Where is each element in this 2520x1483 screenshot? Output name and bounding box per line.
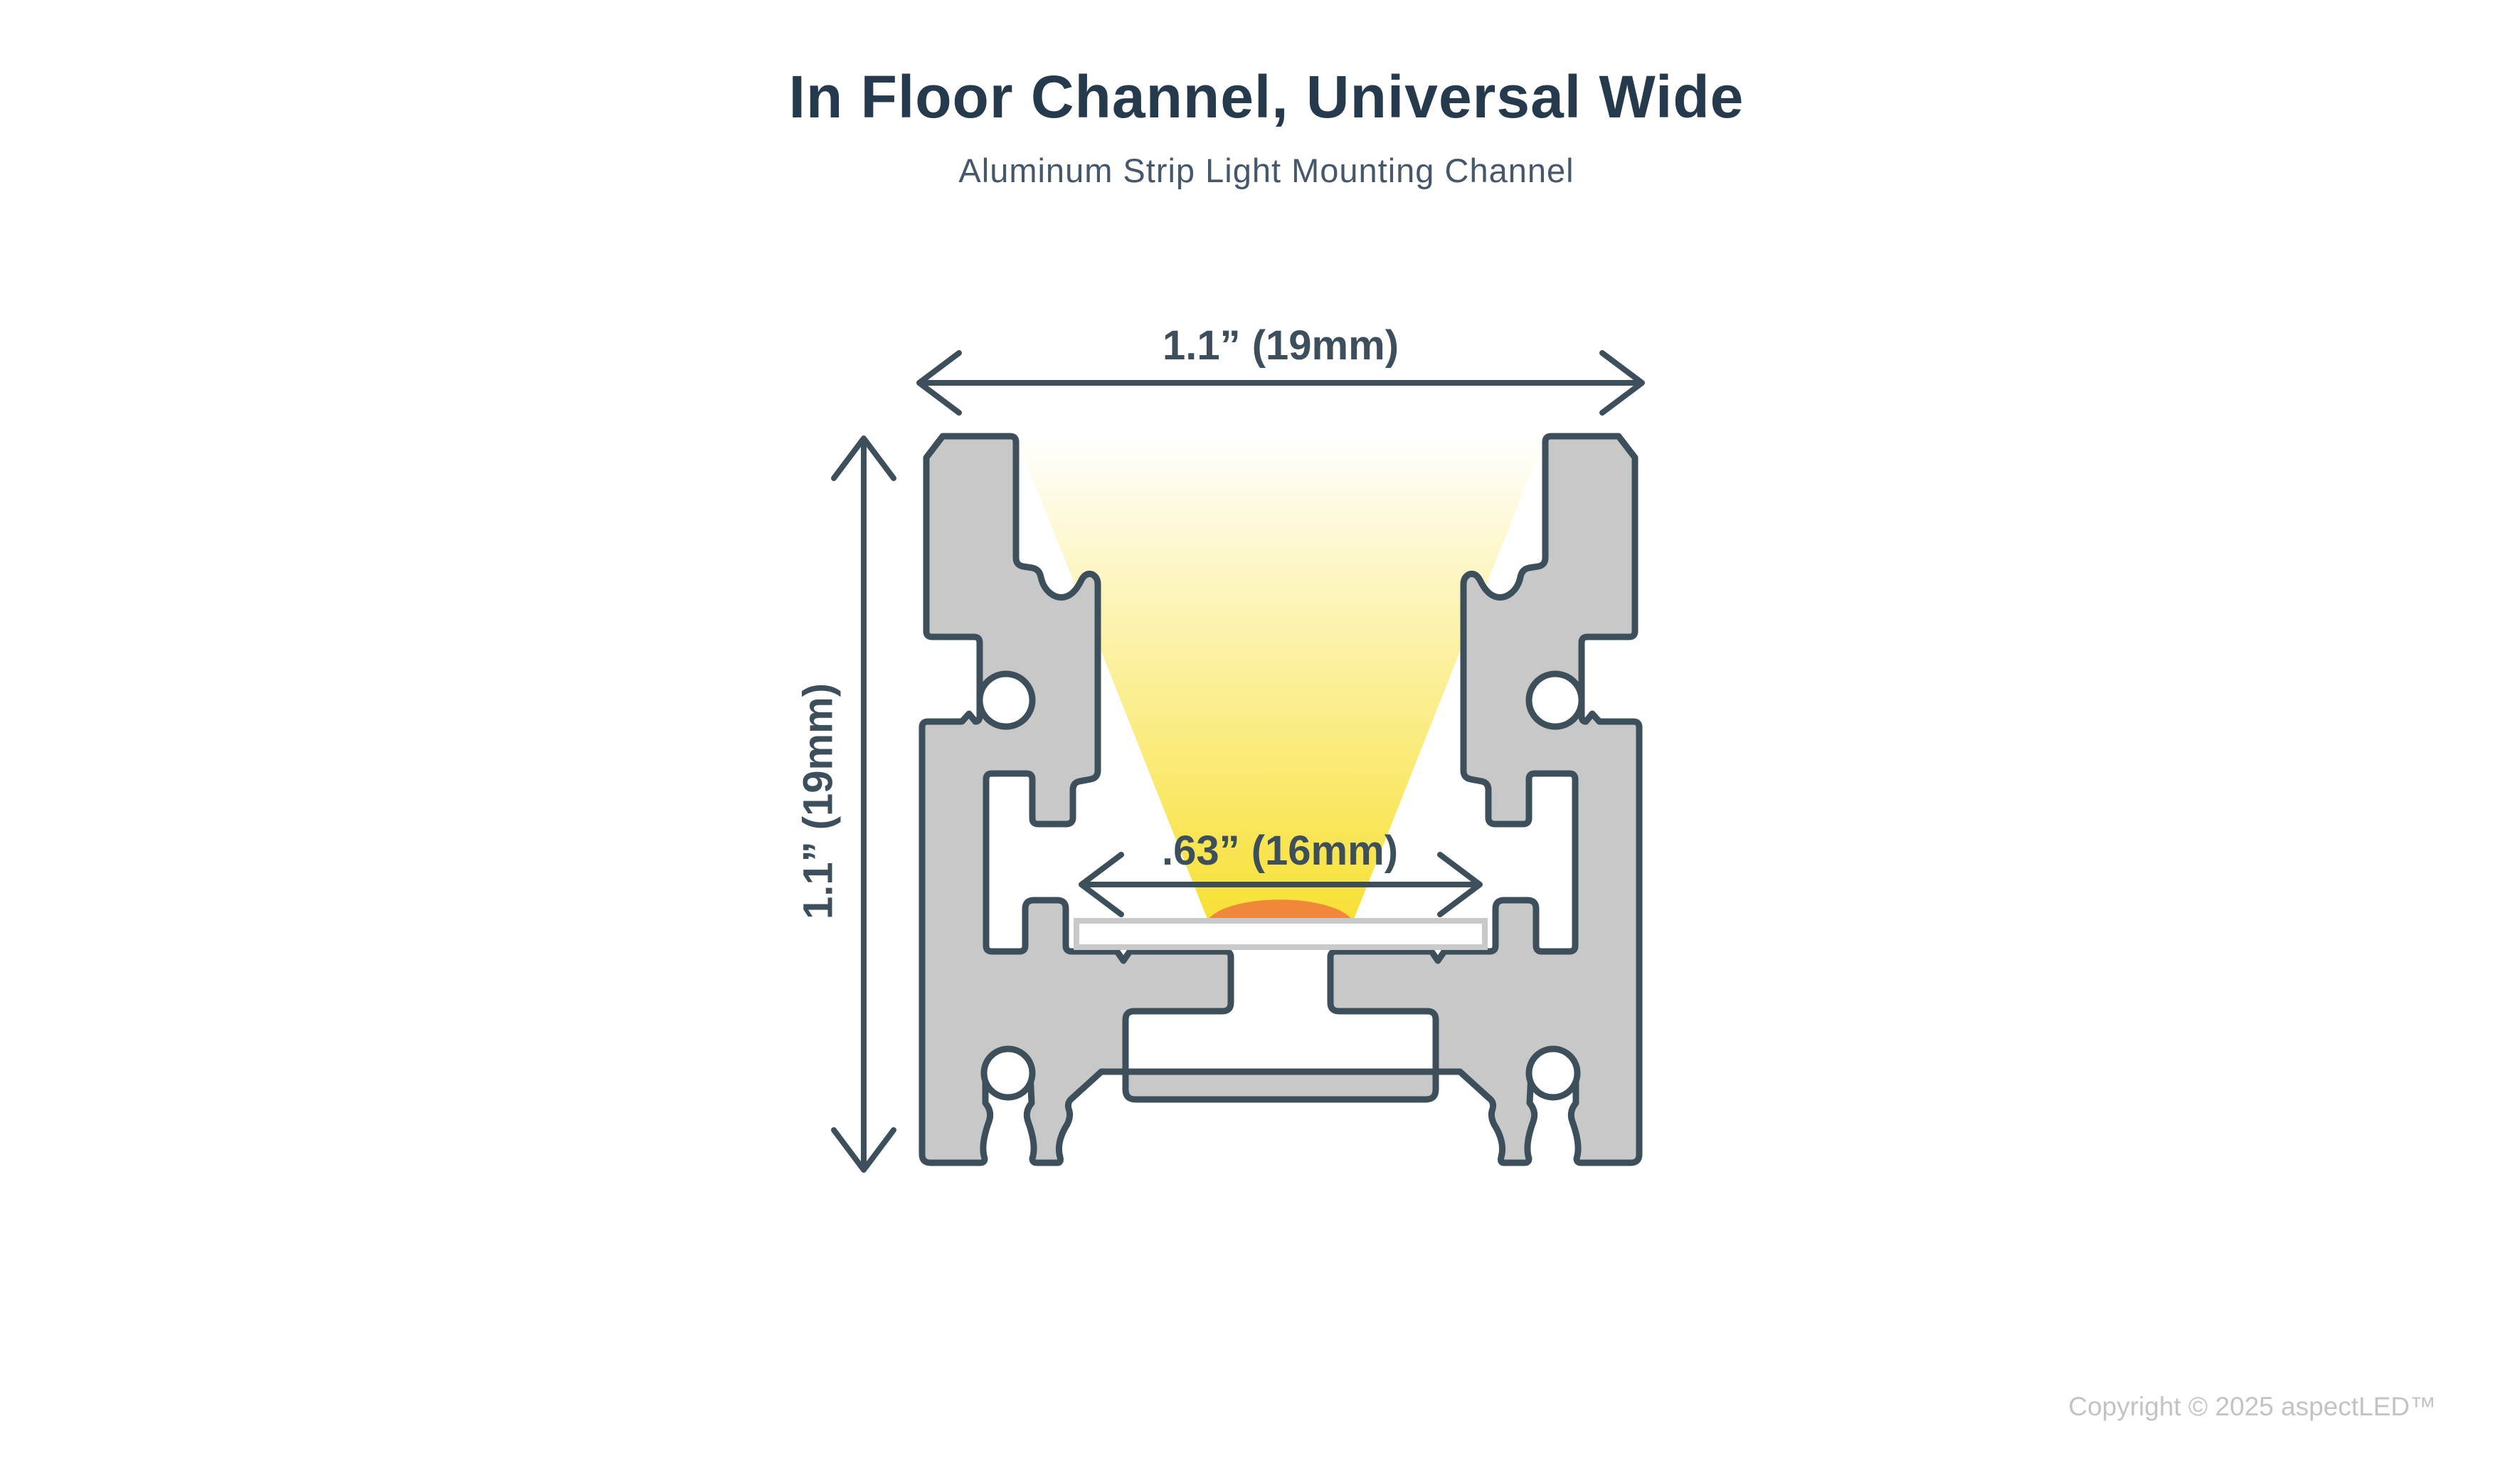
screw-channel-hole-right — [1525, 670, 1585, 730]
overall-width-label: 1.1” (19mm) — [1162, 322, 1399, 369]
inner-width-label: .63” (16mm) — [1161, 828, 1399, 874]
overall-height-label: 1.1” (19mm) — [795, 682, 842, 920]
width-dimension-arrow — [916, 350, 1645, 416]
copyright-text: Copyright © 2025 aspectLED™ — [2068, 1392, 2436, 1421]
led-dome — [1207, 899, 1352, 921]
screw-channel-hole-left — [976, 670, 1036, 730]
led-strip — [1074, 918, 1488, 950]
page-title: In Floor Channel, Universal Wide — [788, 63, 1745, 130]
page-subtitle: Aluminum Strip Light Mounting Channel — [958, 152, 1574, 189]
inner-width-dimension-arrow — [1079, 852, 1483, 917]
dimension-arrows — [831, 350, 1645, 1173]
light-beam — [1016, 436, 1545, 921]
screw-slot-bulb-left — [980, 1045, 1036, 1101]
screw-slot-bulb-right — [1525, 1045, 1581, 1101]
height-dimension-arrow — [831, 436, 896, 1173]
aluminum-profile — [918, 433, 1643, 1166]
